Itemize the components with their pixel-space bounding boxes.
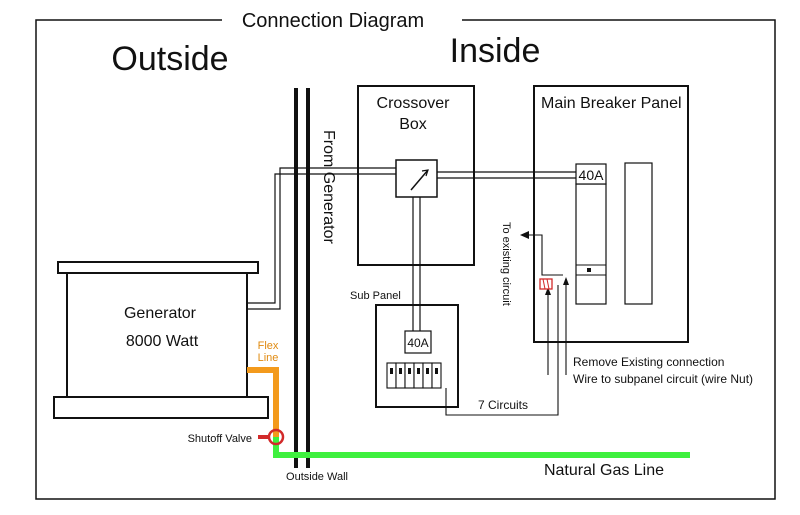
wire-arrow-icon [563,277,569,285]
to-existing-circuit-label: To existing circuit [500,222,512,306]
existing-circuit-wire [522,234,563,276]
generator-base [53,396,269,419]
sub-panel-main-breaker-label: 40A [407,336,428,350]
diagram-frame [35,19,776,500]
generator-output-cable-inner [247,173,396,304]
circuit-breaker [395,362,406,389]
circuit-breaker [386,362,397,389]
breaker-handle [399,368,402,374]
circuit-breaker [431,362,442,389]
generator-output-cable-outer [247,167,396,310]
flex-line-label-1: Flex [258,340,279,352]
transfer-switch [395,159,438,198]
crossover-box-label-1: Crossover [377,95,451,112]
natural-gas-line-label: Natural Gas Line [544,462,664,479]
generator-wattage: 8000 Watt [126,333,199,350]
pointer-arrow-icon [545,287,551,295]
diagram-title: Connection Diagram [242,10,424,32]
outside-heading: Outside [111,40,228,78]
flex-line [247,367,279,437]
breaker-handle [435,368,438,374]
remove-existing-label: Remove Existing connection [573,355,724,369]
crossover-box-label-2: Box [399,116,427,133]
flex-line-label-2: Line [258,352,279,364]
generator-top-cap [57,261,259,274]
main-panel-bus-bar [624,162,653,305]
main-panel-breaker-strip [575,183,607,305]
shutoff-valve-icon [267,428,285,446]
generator-body [66,272,248,398]
outside-wall-label: Outside Wall [286,471,348,483]
breaker-handle [426,368,429,374]
transfer-switch-blade [410,169,429,191]
sub-panel-main-breaker [404,330,432,354]
inside-heading: Inside [450,32,541,70]
breaker-handle [408,368,411,374]
breaker-handle [417,368,420,374]
main-panel-breaker-switch [587,268,591,272]
circuit-breaker [404,362,415,389]
circuit-breaker [422,362,433,389]
circuit-breaker [413,362,424,389]
circuit-breaker-handles [390,368,438,374]
wire-to-subpanel-label: Wire to subpanel circuit (wire Nut) [573,372,753,386]
existing-circuit-arrow-icon [520,231,529,239]
natural-gas-line [273,437,690,458]
sub-panel-label: Sub Panel [350,290,401,302]
sub-panel-circuit-breakers [386,362,442,389]
transfer-switch-arrowhead [421,169,429,177]
main-panel-breaker-label: 40A [579,167,605,183]
crossover-box [357,85,475,266]
main-breaker-panel [533,85,689,343]
seven-circuits-wire [445,285,559,416]
generator-label: Generator [124,305,197,322]
wire-nut-icon [539,278,553,290]
main-panel-40a-breaker [575,163,607,185]
from-generator-label: From Generator [320,130,337,244]
breaker-handle [390,368,393,374]
shutoff-valve-label: Shutoff Valve [188,433,252,445]
seven-circuits-label: 7 Circuits [478,398,528,412]
sub-panel [375,304,459,408]
main-panel-label: Main Breaker Panel [541,95,682,112]
